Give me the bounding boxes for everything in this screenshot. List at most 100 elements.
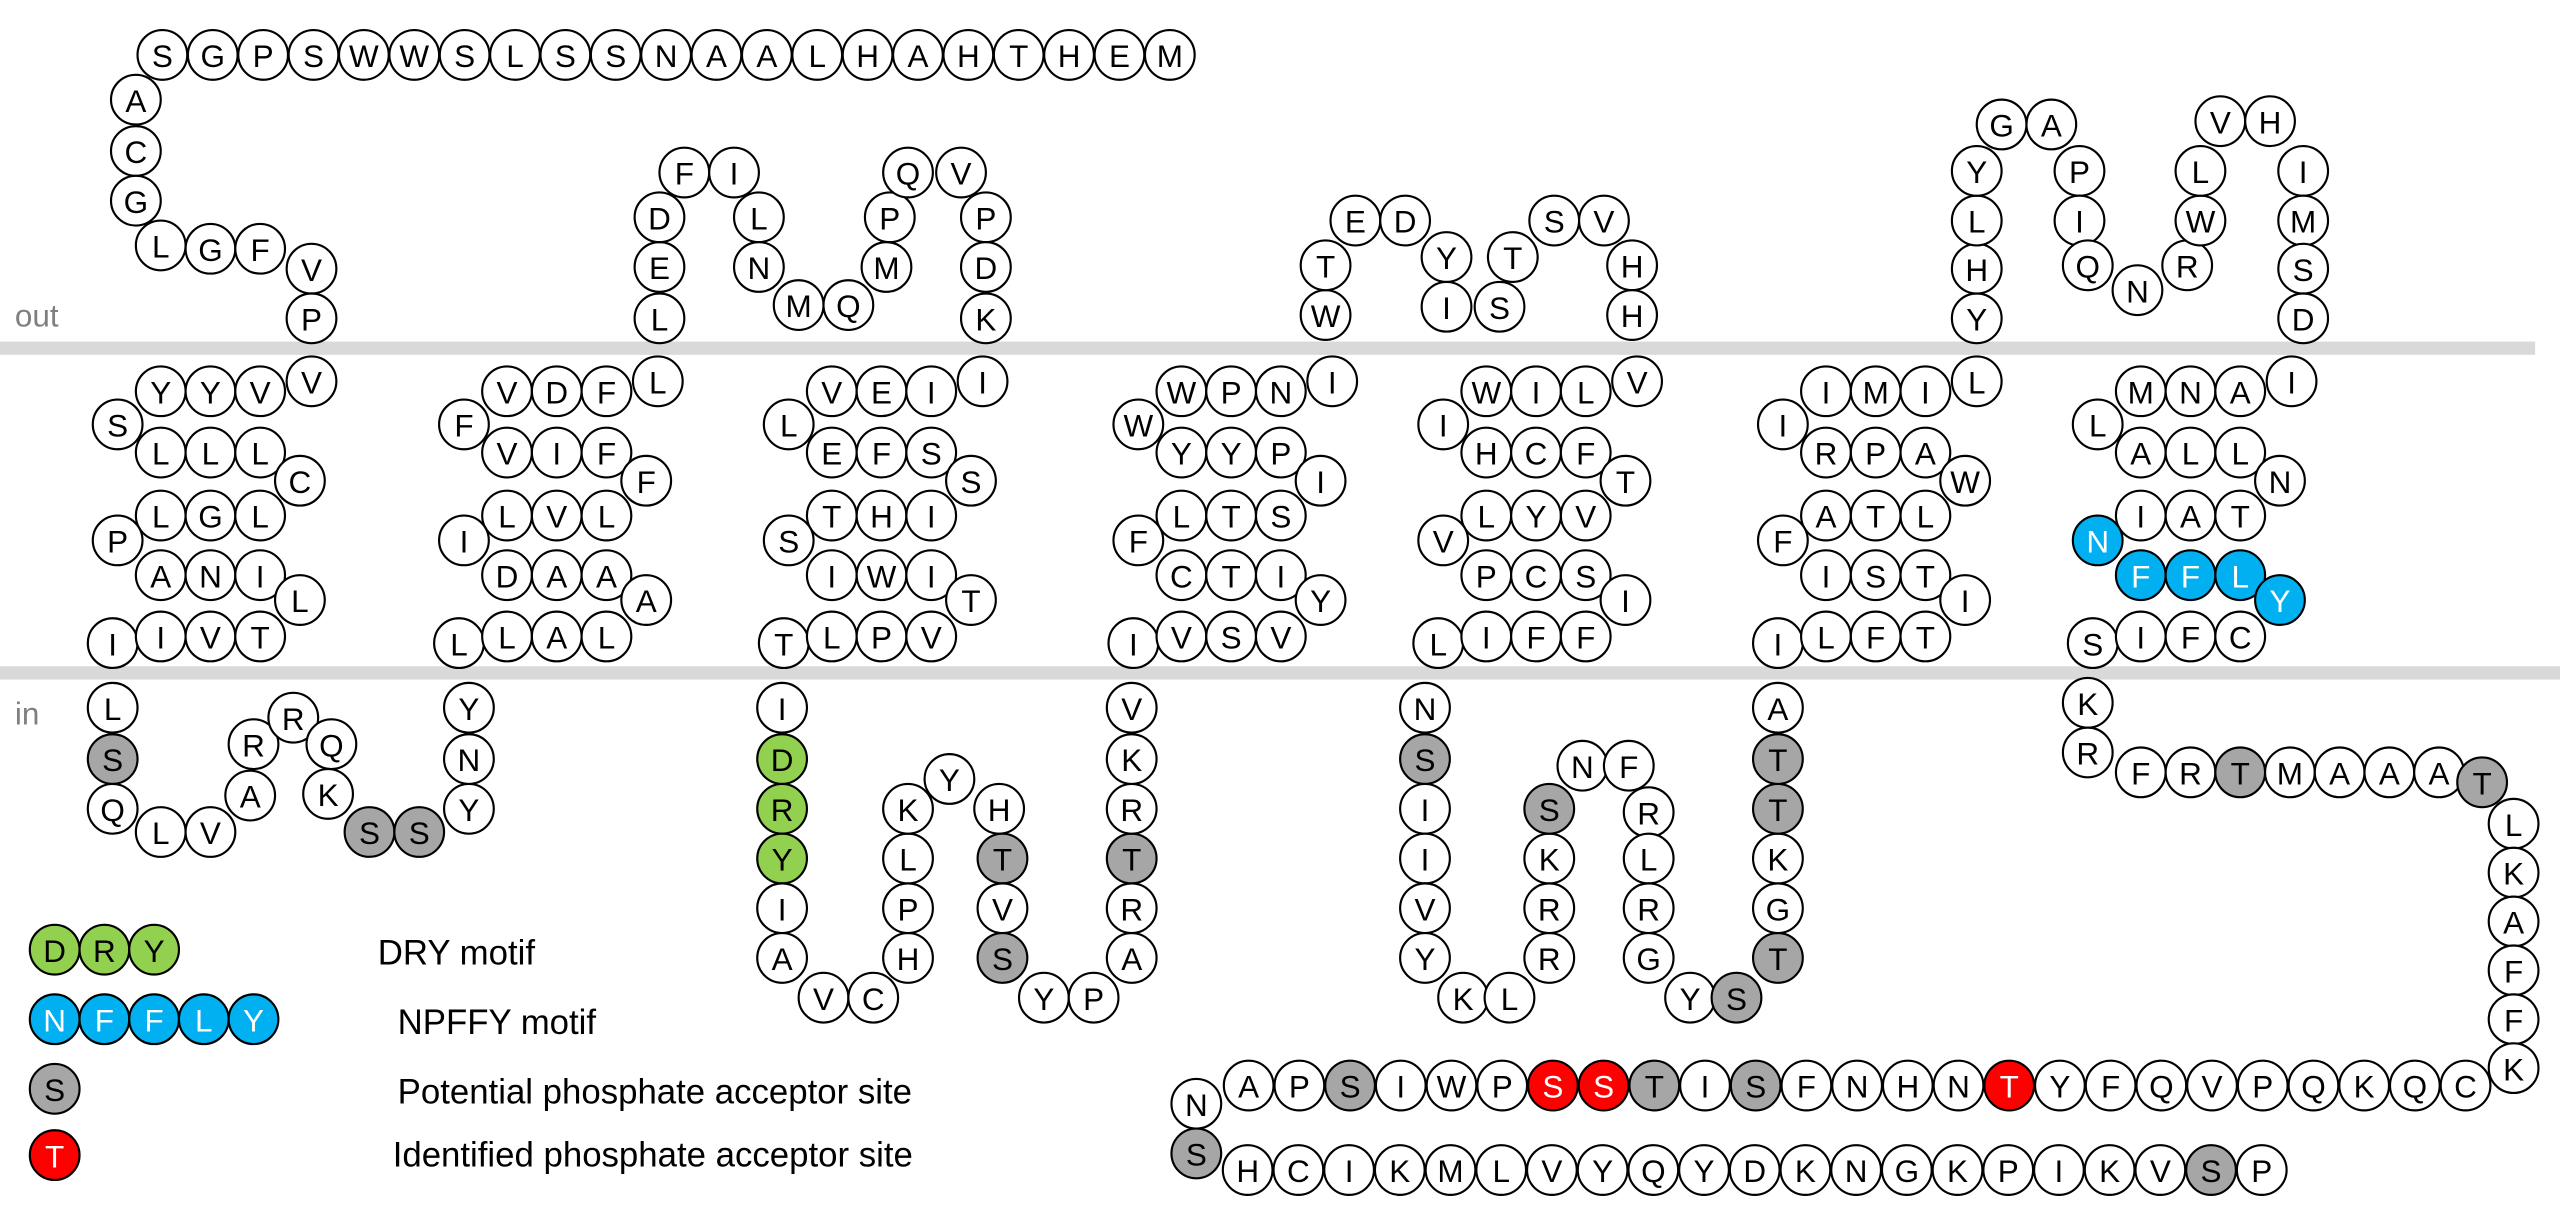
residue-circle [631,355,684,408]
residue-letter: N [748,251,771,286]
residue-letter: I [256,559,265,594]
residue-letter: F [2504,955,2523,990]
residue-letter: T [1768,793,1787,828]
residue-c-terminus-47: K [1373,1144,1426,1196]
legend-letters-potential: S [44,1073,65,1108]
residue-letter: S [992,942,1013,977]
residue-icl3-15: R [1622,786,1675,839]
residue-letter: N [1414,692,1437,727]
residue-letter: N [2126,274,2149,309]
residue-letter: L [1501,982,1519,1017]
residue-letter: T [2231,757,2250,792]
residue-letter: V [1270,621,1291,656]
residue-c-terminus-13: A [2487,895,2540,948]
residue-tm4-2: P [1205,365,1258,418]
residue-tm1-1: Y [134,365,187,418]
residue-tm4-16: I [1254,549,1307,602]
residue-tm7-13: N [2071,514,2124,567]
residue-circle [1559,426,1612,479]
residue-icl1-15: Y [442,681,495,734]
residue-circle [1559,549,1612,602]
residue-letter: P [2251,1154,2272,1189]
residue-letter: L [823,621,841,656]
residue-c-terminus-10: T [2456,756,2509,809]
residue-circle [2254,454,2306,507]
residue-c-terminus-44: H [1221,1144,1274,1196]
residue-circle [633,292,686,345]
residue-circle [2214,365,2267,418]
residue-letter: T [251,621,270,656]
residue-tm5-19: I [1460,610,1513,663]
residue-circle [273,454,326,507]
residue-letter: P [2069,155,2090,190]
residue-letter: L [251,437,269,472]
residue-c-terminus-22: V [2186,1059,2238,1112]
residue-tm2-14: D [481,549,533,602]
residue-letter: T [1866,500,1885,535]
residue-tm6-4: L [1950,355,2003,408]
residue-letter: A [2130,437,2151,472]
residue-circle [2487,1042,2540,1095]
residue-tm2-18: L [433,617,485,670]
residue-letter: K [975,303,996,338]
extracellular-label: out [15,299,59,334]
residue-letter: L [251,500,269,535]
residue-tm7-12: T [2214,489,2267,542]
residue-letter: L [1173,500,1191,535]
residue-c-terminus-9: A [2413,746,2465,799]
residue-tm2-16: A [580,549,633,602]
residue-icl2-16: V [976,882,1029,935]
residue-letter: V [301,253,322,288]
residue-c-terminus-7: A [2313,746,2366,799]
residue-c-terminus-11: L [2487,797,2540,850]
residue-tm5-7: C [1510,426,1562,479]
residue-ecl2-10: V [1578,194,1630,247]
residue-circle [1611,355,1664,408]
residue-letter: L [450,627,468,662]
residue-circle [91,514,144,567]
residue-ecl1-12: Q [882,146,934,199]
residue-letter: V [1121,692,1142,727]
residue-circle [708,146,760,199]
residue-c-terminus-8: A [2363,746,2416,799]
residue-letter: L [1968,205,1986,240]
residue-c-terminus-34: S [1577,1059,1630,1112]
residue-tm5-8: F [1559,426,1612,479]
residue-letter: L [1917,500,1935,535]
residue-letter: L [1640,843,1658,878]
residue-icl1-13: Y [442,782,495,835]
residue-icl2-13: Y [923,753,976,805]
residue-letter: S [1340,1070,1361,1105]
residue-tm7-5: L [2071,398,2124,451]
residue-tm3-4: I [956,355,1009,408]
residue-icl3-2: S [1399,733,1451,786]
residue-circle [1751,681,1804,734]
residue-c-terminus-50: V [1525,1144,1578,1196]
residue-tm6-7: P [1849,426,1902,479]
residue-letter: I [1961,584,1970,619]
residue-tm4-15: T [1205,549,1258,602]
residue-letter: L [498,500,516,535]
residue-letter: N [1845,1154,1868,1189]
residue-letter: Y [458,793,479,828]
residue-letter: I [2287,365,2296,400]
residue-tm3-20: P [855,610,908,663]
residue-icl2-4: Y [756,832,809,885]
residue-letter: R [2179,757,2202,792]
residue-letter: I [552,437,561,472]
residue-ecl3-11: R [2161,239,2214,292]
residue-circle [234,365,287,418]
residue-letter: P [898,892,919,927]
residue-c-terminus-45: C [1272,1144,1325,1196]
residue-letter: L [2182,437,2200,472]
residue-letter: F [2504,1003,2523,1038]
residue-circle [1306,355,1359,408]
residue-letter: Y [939,763,960,798]
residue-circle [1420,280,1473,333]
residue-c-terminus-21: P [2236,1059,2289,1112]
residue-letter: D [771,743,794,778]
residue-c-terminus-26: T [1983,1059,2036,1112]
